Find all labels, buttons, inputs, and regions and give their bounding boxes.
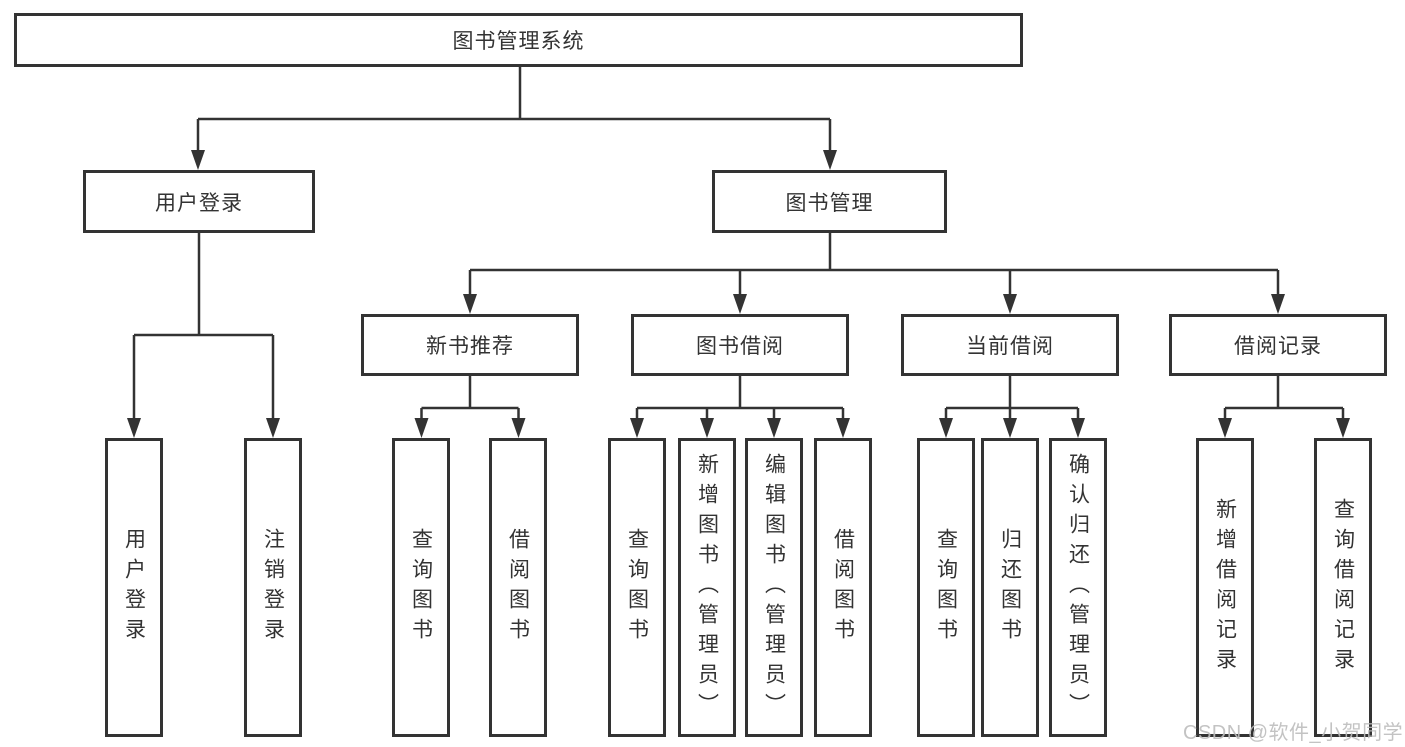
- leaf-logout-label: 注销登录: [261, 527, 285, 648]
- leaf-borrow-books: 借阅图书: [814, 438, 872, 737]
- leaf-edit-books-admin: 编辑图书（管理员）: [745, 438, 803, 737]
- node-book-management-label: 图书管理: [785, 191, 874, 215]
- leaf-borrow-query-books-label: 查询图书: [625, 527, 649, 648]
- leaf-query-borrow-record-label: 查询借阅记录: [1331, 497, 1355, 678]
- leaf-newbook-query-books-label: 查询图书: [409, 527, 433, 648]
- leaf-user-login-label: 用户登录: [122, 527, 146, 648]
- leaf-current-query-books: 查询图书: [917, 438, 975, 737]
- leaf-newbook-borrow-books-label: 借阅图书: [506, 527, 530, 648]
- node-root-label: 图书管理系统: [452, 30, 585, 53]
- leaf-add-books-admin-label: 新增图书（管理员）: [695, 452, 719, 723]
- leaf-return-books-label: 归还图书: [998, 527, 1022, 648]
- node-borrow-records-label: 借阅记录: [1234, 335, 1322, 358]
- node-borrow-records: 借阅记录: [1169, 314, 1387, 376]
- leaf-confirm-return-admin-label: 确认归还（管理员）: [1066, 452, 1090, 723]
- leaf-return-books: 归还图书: [981, 438, 1039, 737]
- node-current-borrow-label: 当前借阅: [966, 335, 1054, 358]
- node-root: 图书管理系统: [14, 13, 1023, 67]
- leaf-user-login: 用户登录: [105, 438, 163, 737]
- leaf-add-books-admin: 新增图书（管理员）: [678, 438, 736, 737]
- leaf-add-borrow-record: 新增借阅记录: [1196, 438, 1254, 737]
- node-user-login: 用户登录: [83, 170, 315, 233]
- leaf-edit-books-admin-label: 编辑图书（管理员）: [762, 452, 786, 723]
- leaf-current-query-books-label: 查询图书: [934, 527, 958, 648]
- leaf-newbook-borrow-books: 借阅图书: [489, 438, 547, 737]
- leaf-borrow-query-books: 查询图书: [608, 438, 666, 737]
- leaf-add-borrow-record-label: 新增借阅记录: [1213, 497, 1237, 678]
- node-book-borrow-label: 图书借阅: [696, 335, 784, 358]
- leaf-query-borrow-record: 查询借阅记录: [1314, 438, 1372, 737]
- node-book-management: 图书管理: [712, 170, 947, 233]
- node-new-book-recommend: 新书推荐: [361, 314, 579, 376]
- leaf-logout: 注销登录: [244, 438, 302, 737]
- watermark: CSDN @软件_小贺同学: [1183, 722, 1404, 744]
- node-current-borrow: 当前借阅: [901, 314, 1119, 376]
- node-new-book-recommend-label: 新书推荐: [426, 335, 514, 358]
- leaf-newbook-query-books: 查询图书: [392, 438, 450, 737]
- node-user-login-label: 用户登录: [155, 191, 243, 215]
- leaf-confirm-return-admin: 确认归还（管理员）: [1049, 438, 1107, 737]
- node-book-borrow: 图书借阅: [631, 314, 849, 376]
- leaf-borrow-books-label: 借阅图书: [831, 527, 855, 648]
